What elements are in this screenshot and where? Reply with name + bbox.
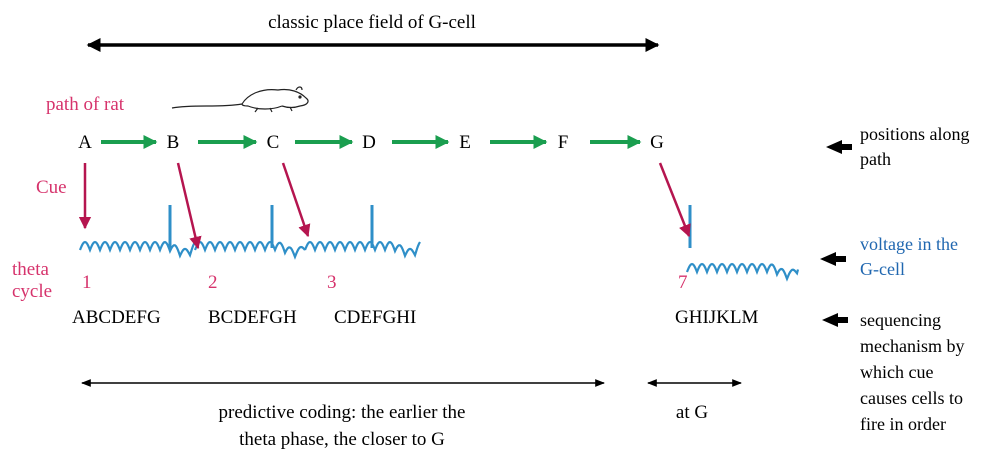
theta-wave-1 xyxy=(78,240,196,259)
rat-icon xyxy=(171,86,309,113)
cue-arrow-b xyxy=(176,162,202,250)
title-label: classic place field of G-cell xyxy=(268,12,476,33)
cycle-number-1: 1 xyxy=(82,272,92,293)
seq-label-line2: mechanism by xyxy=(860,336,964,356)
cycle-number-7: 7 xyxy=(678,272,688,293)
cue-arrow-g xyxy=(658,162,691,238)
pointer-arrow-positions xyxy=(826,140,852,154)
positions-row: A B C D E F G xyxy=(78,132,664,153)
position-c: C xyxy=(267,132,280,153)
pointer-arrow-sequencing xyxy=(822,313,848,327)
theta-label: theta xyxy=(12,259,49,280)
seq-label-line3: which cue xyxy=(860,362,933,382)
path-label: path xyxy=(860,149,891,169)
sequence-7: GHIJKLM xyxy=(675,307,758,328)
position-b: B xyxy=(167,132,180,153)
theta-wave-2 xyxy=(193,240,306,260)
position-g: G xyxy=(650,132,664,153)
position-d: D xyxy=(362,132,376,153)
cycle-number-3: 3 xyxy=(327,272,337,293)
path-of-rat-label: path of rat xyxy=(46,94,125,115)
positions-along-label: positions along xyxy=(860,124,970,144)
sequence-1: ABCDEFG xyxy=(72,307,161,328)
predictive-coding-line1: predictive coding: the earlier the xyxy=(219,402,466,423)
position-a: A xyxy=(78,132,92,153)
theta-wave-3 xyxy=(303,240,421,259)
cycle-number-2: 2 xyxy=(208,272,218,293)
position-e: E xyxy=(459,132,471,153)
predictive-coding-line2: theta phase, the closer to G xyxy=(239,429,445,450)
seq-label-line5: fire in order xyxy=(860,414,946,434)
position-f: F xyxy=(558,132,569,153)
cue-arrows xyxy=(78,162,691,250)
cue-arrow-c xyxy=(281,162,311,238)
cue-label: Cue xyxy=(36,177,67,198)
seq-label-line1: sequencing xyxy=(860,310,941,330)
at-g-label: at G xyxy=(676,402,708,423)
cycle-label: cycle xyxy=(12,281,52,302)
seq-label-line4: causes cells to xyxy=(860,388,963,408)
voltage-label-line2: G-cell xyxy=(860,259,905,279)
pointer-arrow-voltage xyxy=(820,252,846,266)
sequence-3: CDEFGHI xyxy=(334,307,416,328)
theta-wave-7 xyxy=(685,262,800,282)
voltage-label-line1: voltage in the xyxy=(860,234,958,254)
theta-waves xyxy=(78,205,800,282)
sequence-2: BCDEFGH xyxy=(208,307,297,328)
